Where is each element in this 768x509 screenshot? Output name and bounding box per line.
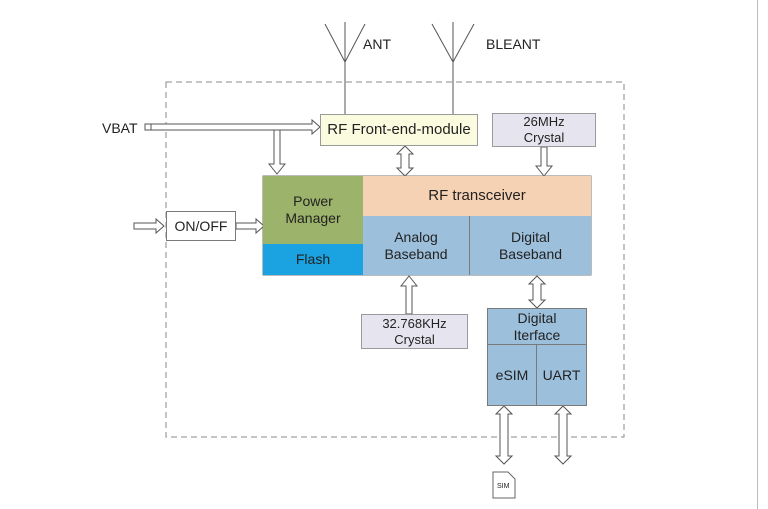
power-manager-block: Power Manager <box>263 176 363 244</box>
crystal32-arrow <box>399 275 419 315</box>
module-boundary <box>165 81 625 438</box>
page-right-border <box>757 0 758 509</box>
ant-label: ANT <box>363 36 391 52</box>
frontend-transceiver-arrow <box>395 145 415 177</box>
uart-block: UART <box>542 366 581 383</box>
digital-interface-group: Digital Iterface eSIM UART <box>487 308 587 406</box>
uart-external-arrow <box>553 405 573 465</box>
vbat-down-arrow <box>267 129 287 175</box>
vbat-label: VBAT <box>102 120 138 136</box>
flash-block: Flash <box>263 244 363 275</box>
digital-interface-header: Digital Iterface <box>488 309 586 345</box>
rf-transceiver-block: RF transceiver <box>363 176 591 216</box>
crystal26-arrow <box>534 146 554 177</box>
crystal-32khz: 32.768KHz Crystal <box>361 314 468 349</box>
sim-label: SIM <box>497 483 510 490</box>
esim-block: eSIM <box>488 345 537 405</box>
ble-ant-label: BLEANT <box>486 36 541 52</box>
on-off-block: ON/OFF <box>166 211 236 241</box>
onoff-out-arrow <box>235 217 265 235</box>
analog-baseband-block: Analog Baseband <box>363 216 470 275</box>
ble-antenna-icon <box>431 22 475 114</box>
onoff-in-arrow <box>133 217 165 235</box>
sim-card-icon <box>492 471 516 499</box>
esim-sim-arrow <box>494 405 514 465</box>
rf-front-end-module: RF Front-end-module <box>320 114 478 146</box>
crystal-26mhz: 26MHz Crystal <box>492 113 596 147</box>
ant-antenna-icon <box>324 22 366 118</box>
baseband-interface-arrow <box>527 275 547 309</box>
vbat-arrow <box>144 118 321 136</box>
digital-baseband-block: Digital Baseband <box>470 216 591 275</box>
